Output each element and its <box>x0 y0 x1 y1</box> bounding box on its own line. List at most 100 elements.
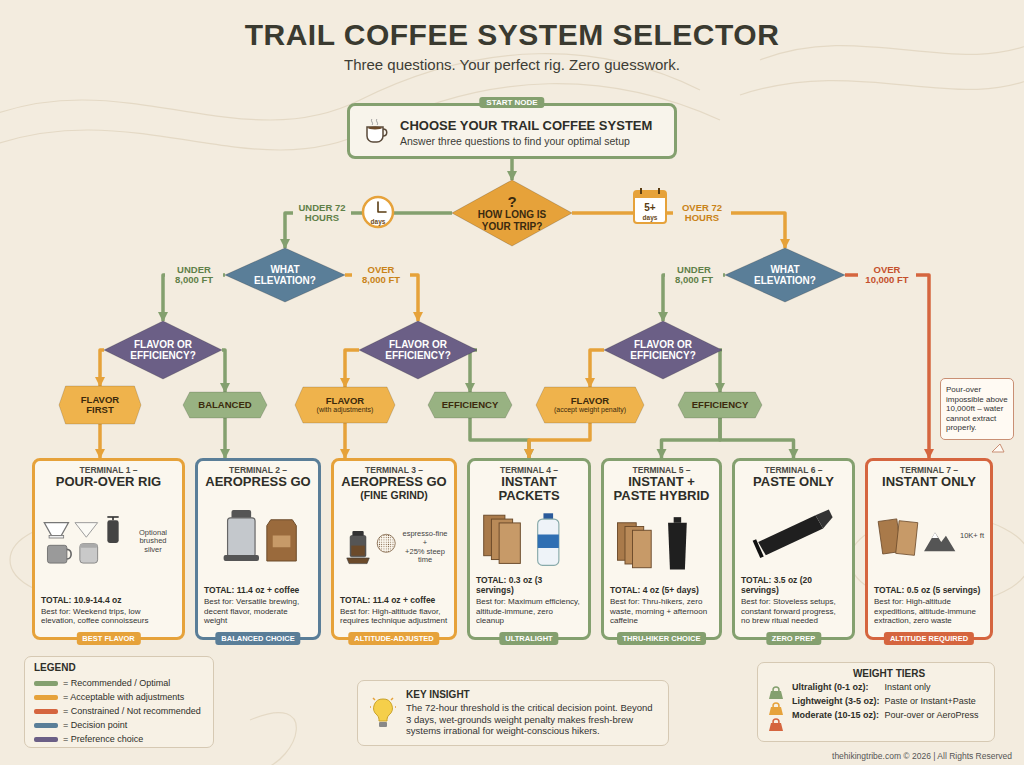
pour-over-illustration <box>41 492 130 591</box>
hexagon-fill <box>183 392 267 418</box>
best-for: Best for: Weekend trips, low elevation, … <box>41 607 176 626</box>
terminal-title: POUR-OVER RIG <box>41 475 176 489</box>
calendar-icon <box>634 188 666 223</box>
legend-text: = Recommended / Optimal <box>63 678 170 688</box>
tier-name: Lightweight (3-5 oz): <box>792 696 880 707</box>
flow-connector <box>100 350 104 386</box>
node-content: EFFICIENCY <box>436 394 503 416</box>
tier-value: Instant only <box>885 682 987 693</box>
terminal-number: TERMINAL 1 – <box>41 465 176 475</box>
node-content: FLAVOR(with adjustments) <box>305 389 385 421</box>
icon-caption: days <box>643 214 658 221</box>
edge-label: OVER 8,000 FT <box>352 264 410 287</box>
node-label: FLAVOR <box>571 396 609 406</box>
side-note: +25% steep time <box>402 548 448 565</box>
weight-total: TOTAL: 11.4 oz + coffee <box>340 595 448 605</box>
diagram-subtitle: Three questions. Your perfect rig. Zero … <box>0 56 1024 73</box>
flow-connector <box>345 350 359 387</box>
terminal-number: TERMINAL 4 – <box>476 465 582 475</box>
best-for: Best for: Thru-hikers, zero waste, morni… <box>610 597 713 626</box>
node-content: TERMINAL 7 –INSTANT ONLY 10K+ ftTOTAL: 0… <box>868 461 990 637</box>
contour <box>760 40 1024 60</box>
node-label: BALANCED <box>198 400 251 410</box>
terminal-card: TERMINAL 2 –AEROPRESS GO TOTAL: 11.4 oz … <box>195 458 321 640</box>
legend-row: = Constrained / Not recommended <box>34 704 204 718</box>
terminal-title: AEROPRESS GO <box>204 475 312 489</box>
node-content: EFFICIENCY <box>686 394 753 416</box>
node-content: BALANCED <box>191 394 258 416</box>
node-label: FLAVOR FIRST <box>67 395 133 416</box>
flow-connector <box>223 418 227 458</box>
tier-name: Ultralight (0-1 oz): <box>792 682 880 693</box>
heading: CHOOSE YOUR TRAIL COFFEE SYSTEM <box>400 118 666 133</box>
diamond-fill <box>604 321 722 379</box>
instant-packets-illustration <box>476 507 582 572</box>
weight-total: TOTAL: 10.9-14.4 oz <box>41 595 176 605</box>
tiers-panel: WEIGHT TIERS Ultralight (0-1 oz): Instant … <box>757 662 995 742</box>
icon-caption: days <box>371 218 386 225</box>
legend-swatch <box>34 709 58 714</box>
tier-value: Paste or Instant+Paste <box>885 696 987 707</box>
illustration-frame <box>476 507 582 572</box>
best-for: Best for: Maximum efficiency, altitude-i… <box>476 597 582 626</box>
flow-connector <box>222 350 225 392</box>
terminal-title: AEROPRESS GO <box>340 475 448 489</box>
legend-text: = Constrained / Not recommended <box>63 706 201 716</box>
terminal-card: TERMINAL 6 –PASTE ONLY TOTAL: 3.5 oz (20… <box>732 458 855 640</box>
node-label: FLAVOR OR EFFICIENCY? <box>379 339 457 362</box>
terminal-card: TERMINAL 5 –INSTANT + PASTE HYBRID TOTAL… <box>601 458 722 640</box>
callout-tail <box>992 444 1004 452</box>
legend-row: = Preference choice <box>34 732 204 746</box>
badge-label: ALTITUDE-ADJUSTED <box>348 632 439 645</box>
choice-hexagon: FLAVOR(accept weight penalty) <box>536 387 644 423</box>
decision-diamond: FLAVOR OR EFFICIENCY? <box>104 321 222 379</box>
node-label: FLAVOR OR EFFICIENCY? <box>124 339 202 362</box>
diagram-title: TRAIL COFFEE SYSTEM SELECTOR <box>0 18 1024 52</box>
hexagon-fill <box>295 387 395 423</box>
choice-hexagon: EFFICIENCY <box>428 392 512 418</box>
legend-text: = Preference choice <box>63 734 143 744</box>
illustration-row <box>476 507 582 572</box>
terminal-title: INSTANT ONLY <box>874 475 984 489</box>
coffee-cup-icon <box>362 116 392 146</box>
node-label: EFFICIENCY <box>442 400 498 410</box>
weight-total: TOTAL: 11.4 oz + coffee <box>204 585 312 595</box>
diamond-fill <box>725 248 845 302</box>
badge-label: ZERO PREP <box>766 632 821 645</box>
side-notes: Optional brushed silver <box>130 529 176 555</box>
node-label: WHAT ELEVATION? <box>745 264 824 287</box>
footer-credit: thehikingtribe.com © 2026 | All Rights R… <box>832 751 1012 761</box>
side-notes: 10K+ ft <box>960 532 984 541</box>
choice-hexagon: FLAVOR FIRST <box>59 386 141 424</box>
decision-diamond: FLAVOR OR EFFICIENCY? <box>359 321 477 379</box>
node-label: HOW LONG IS YOUR TRIP? <box>472 209 551 232</box>
terminal-card: TERMINAL 4 –INSTANT PACKETS TOTAL: 0.3 o… <box>467 458 591 640</box>
node-content: WHAT ELEVATION? <box>745 256 824 294</box>
illustration-frame <box>610 507 713 582</box>
node-content: TERMINAL 2 –AEROPRESS GO TOTAL: 11.4 oz … <box>198 461 318 637</box>
legend-row: = Acceptable with adjustments <box>34 690 204 704</box>
heading: WEIGHT TIERS <box>792 668 986 679</box>
legend-text: = Acceptable with adjustments <box>63 692 184 702</box>
terminal-number: TERMINAL 3 – <box>340 465 448 475</box>
node-label: WHAT ELEVATION? <box>245 264 324 287</box>
decision-diamond: ?HOW LONG IS YOUR TRIP? <box>452 180 572 246</box>
diamond-fill <box>359 321 477 379</box>
illustration-frame <box>41 492 130 591</box>
side-note: 10K+ ft <box>960 532 984 541</box>
icon-number: 5+ <box>644 202 655 213</box>
node-label: FLAVOR <box>326 396 364 406</box>
diamond-fill <box>104 321 222 379</box>
node-content: FLAVOR OR EFFICIENCY? <box>624 330 702 371</box>
tier-grid: Ultralight (0-1 oz): Instant onlyLightwei… <box>792 682 986 720</box>
tier-name: Moderate (10-15 oz): <box>792 710 880 721</box>
choice-hexagon: FLAVOR(with adjustments) <box>295 387 395 423</box>
flow-connector <box>470 418 529 458</box>
terminal-card: TERMINAL 7 –INSTANT ONLY 10K+ ftTOTAL: 0… <box>865 458 993 640</box>
terminal-number: TERMINAL 6 – <box>741 465 846 475</box>
terminal-number: TERMINAL 2 – <box>204 465 312 475</box>
node-content: TERMINAL 6 –PASTE ONLY TOTAL: 3.5 oz (20… <box>735 461 852 637</box>
illustration-row <box>610 507 713 582</box>
badge-label: ALTITUDE REQUIRED <box>884 632 974 645</box>
side-note: + <box>402 539 448 548</box>
